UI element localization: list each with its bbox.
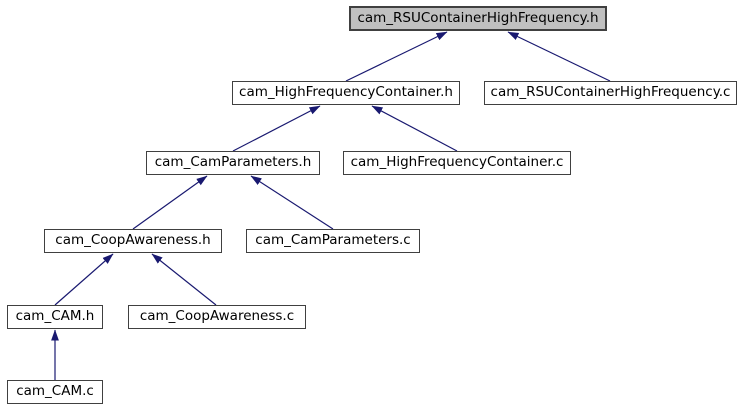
graph-node-cam_RSUContainerHighFrequency_c[interactable]: cam_RSUContainerHighFrequency.c [484, 81, 737, 105]
graph-node-cam_HighFrequencyContainer_h[interactable]: cam_HighFrequencyContainer.h [232, 81, 460, 105]
include-edge-cam_CoopAwareness_h-to-cam_CamParameters_h [132, 175, 208, 230]
graph-node-cam_CamParameters_c[interactable]: cam_CamParameters.c [246, 229, 420, 253]
graph-node-cam_CamParameters_h[interactable]: cam_CamParameters.h [146, 151, 320, 175]
include-edge-cam_HighFrequencyContainer_c-to-cam_HighFrequencyContainer_h [371, 105, 458, 152]
include-edge-cam_CoopAwareness_c-to-cam_CoopAwareness_h [151, 253, 217, 306]
include-edge-cam_CAM_h-to-cam_CoopAwareness_h [54, 253, 114, 306]
include-edge-cam_RSUContainerHighFrequency_c-to-cam_RSUContainerHighFrequency_h [507, 31, 611, 82]
graph-node-cam_RSUContainerHighFrequency_h: cam_RSUContainerHighFrequency.h [349, 6, 607, 31]
graph-node-cam_CAM_h[interactable]: cam_CAM.h [7, 305, 103, 329]
graph-node-cam_CoopAwareness_h[interactable]: cam_CoopAwareness.h [44, 229, 222, 253]
graph-node-cam_CAM_c[interactable]: cam_CAM.c [7, 380, 103, 404]
graph-node-cam_CoopAwareness_c[interactable]: cam_CoopAwareness.c [128, 305, 306, 329]
include-edge-cam_HighFrequencyContainer_h-to-cam_RSUContainerHighFrequency_h [345, 31, 448, 82]
include-edge-cam_CamParameters_c-to-cam_CamParameters_h [250, 175, 334, 230]
include-edge-cam_CamParameters_h-to-cam_HighFrequencyContainer_h [232, 105, 321, 152]
graph-node-cam_HighFrequencyContainer_c[interactable]: cam_HighFrequencyContainer.c [343, 151, 571, 175]
